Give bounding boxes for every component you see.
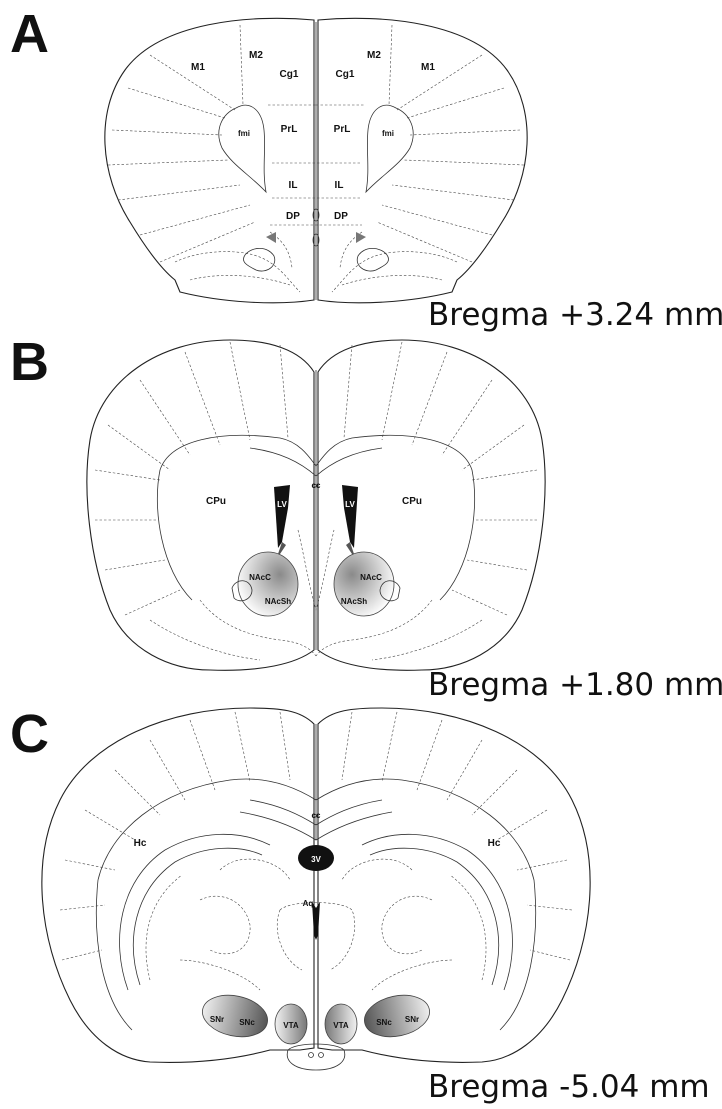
label-il-right: IL: [335, 180, 344, 191]
label-dp-left: DP: [286, 211, 300, 222]
label-cc-b: cc: [312, 481, 321, 490]
label-lv-left: LV: [277, 500, 287, 509]
label-lv-right: LV: [345, 500, 355, 509]
label-aq: Aq: [303, 899, 314, 908]
label-fmi-left: fmi: [238, 129, 250, 138]
label-nacc-left: NAcC: [249, 573, 271, 582]
label-hc-right: Hc: [488, 838, 501, 849]
label-cc-c: cc: [312, 811, 321, 820]
panel-c-bregma-label: Bregma -5.04 mm: [428, 1069, 710, 1105]
label-vta-right: VTA: [333, 1021, 349, 1030]
label-nacc-right: NAcC: [360, 573, 382, 582]
label-il-left: IL: [289, 180, 298, 191]
label-vta-left: VTA: [283, 1021, 299, 1030]
panel-a-bregma-label: Bregma +3.24 mm: [428, 297, 722, 333]
label-m2-right: M2: [367, 50, 381, 61]
panel-c-brain-section: [42, 708, 590, 1070]
label-fmi-right: fmi: [382, 129, 394, 138]
label-cpu-right: CPu: [402, 496, 422, 507]
panel-a-brain-section: [105, 18, 527, 303]
label-cg1-left: Cg1: [280, 69, 299, 80]
label-m1-left: M1: [191, 62, 205, 73]
label-m1-right: M1: [421, 62, 435, 73]
label-dp-right: DP: [334, 211, 348, 222]
label-cg1-right: Cg1: [336, 69, 355, 80]
label-nacsh-left: NAcSh: [265, 597, 291, 606]
panel-b: B cc: [10, 332, 722, 703]
panel-c: C: [10, 704, 710, 1105]
panel-a: A: [10, 4, 722, 333]
panel-c-letter: C: [10, 704, 49, 764]
label-prl-left: PrL: [281, 124, 298, 135]
label-cpu-left: CPu: [206, 496, 226, 507]
label-prl-right: PrL: [334, 124, 351, 135]
label-snc-right: SNc: [376, 1018, 392, 1027]
label-hc-left: Hc: [134, 838, 147, 849]
label-nacsh-right: NAcSh: [341, 597, 367, 606]
label-snr-left: SNr: [210, 1015, 224, 1024]
panel-a-letter: A: [10, 4, 49, 64]
panel-b-bregma-label: Bregma +1.80 mm: [428, 667, 722, 703]
label-snc-left: SNc: [239, 1018, 255, 1027]
label-3v: 3V: [311, 855, 321, 864]
label-snr-right: SNr: [405, 1015, 419, 1024]
panel-b-brain-section: [87, 340, 545, 670]
label-m2-left: M2: [249, 50, 263, 61]
panel-b-letter: B: [10, 332, 49, 392]
